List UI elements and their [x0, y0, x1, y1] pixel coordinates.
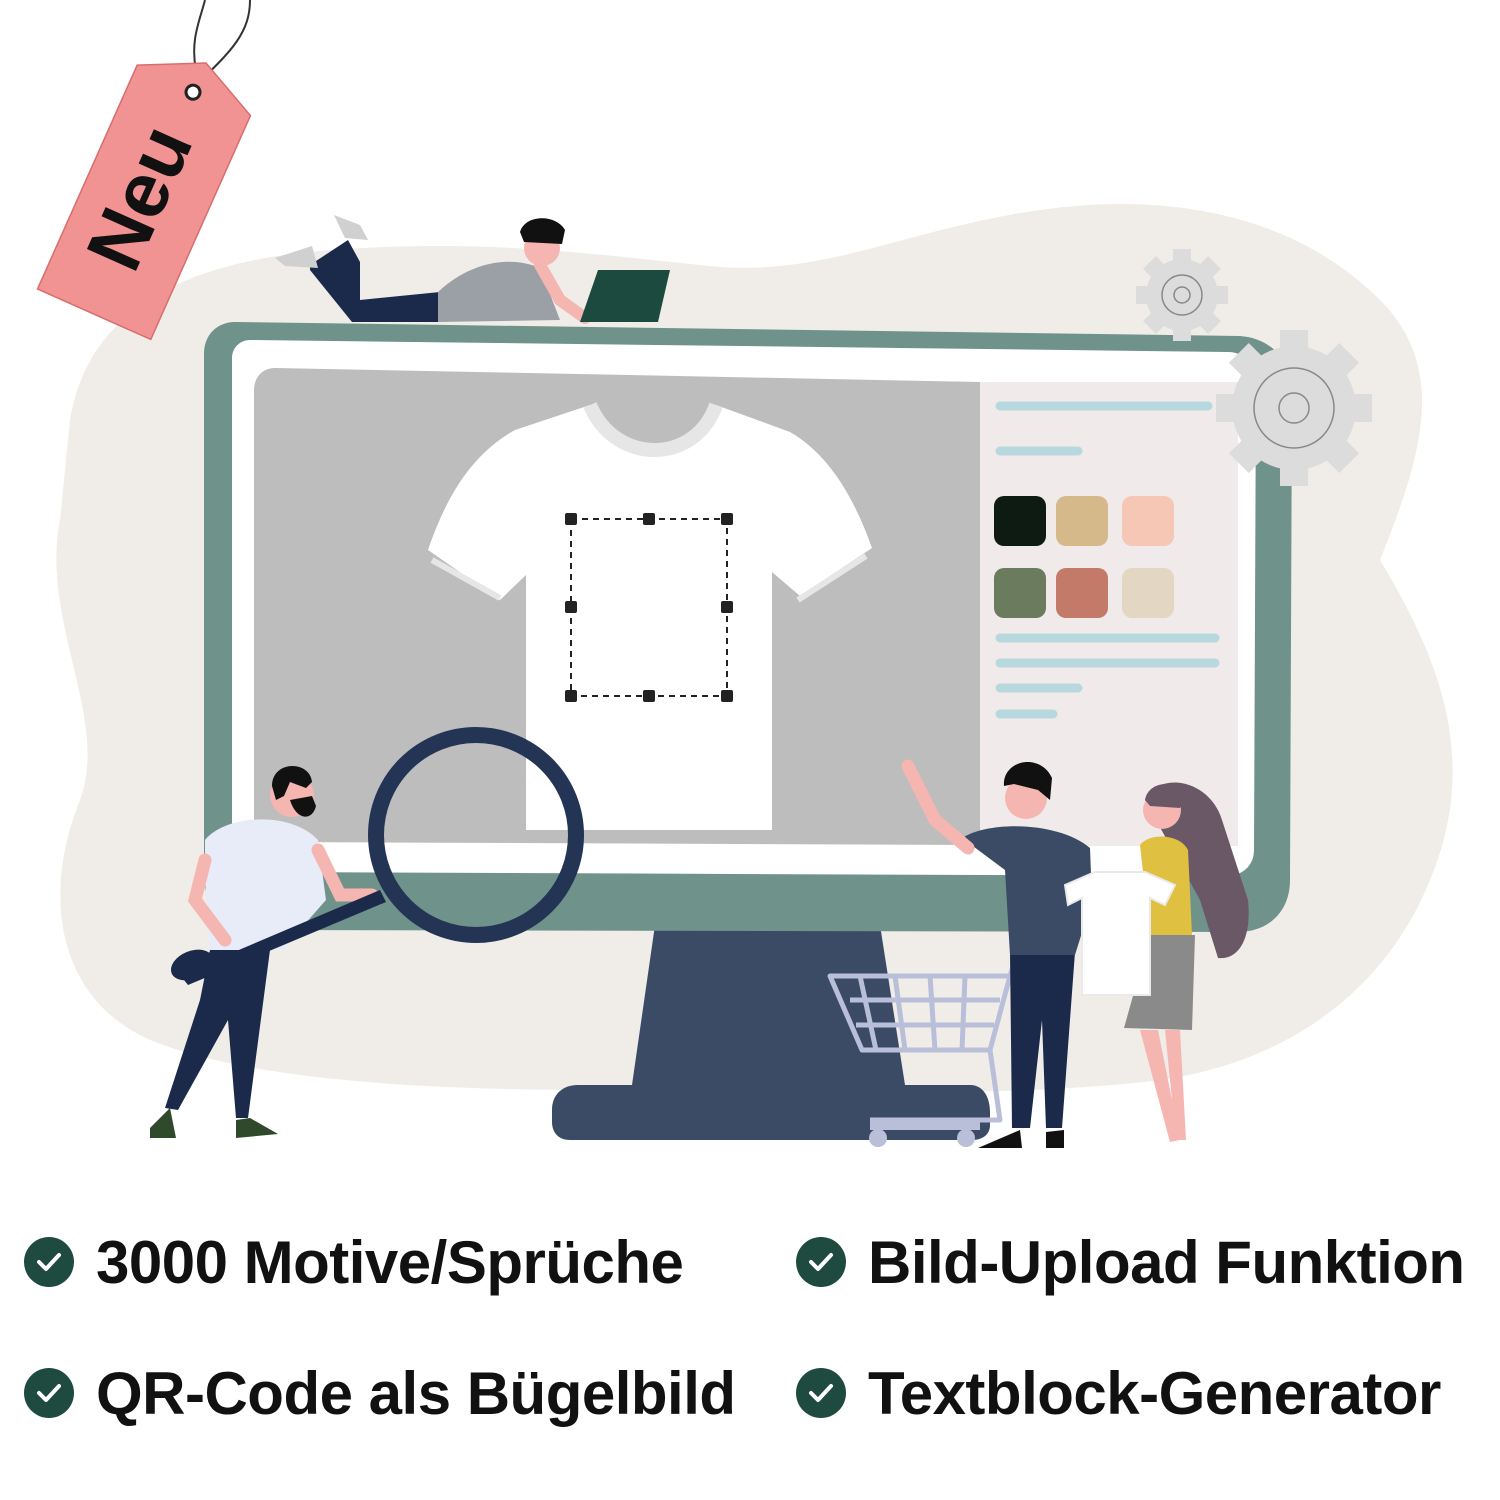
swatch[interactable]: [1122, 496, 1174, 546]
tshirt-mockup: [428, 401, 872, 830]
feature-list: 3000 Motive/Sprüche Bild-Upload Funktion…: [0, 1195, 1500, 1465]
swatch[interactable]: [1122, 568, 1174, 618]
person-with-magnifier: [150, 727, 584, 1138]
feature-label: QR-Code als Bügelbild: [96, 1359, 736, 1427]
swatch[interactable]: [1056, 568, 1108, 618]
feature-item: QR-Code als Bügelbild: [24, 1348, 736, 1438]
print-area-selection[interactable]: [565, 513, 733, 702]
feature-item: Textblock-Generator: [796, 1348, 1441, 1438]
check-circle-icon: [24, 1237, 74, 1287]
check-circle-icon: [796, 1237, 846, 1287]
feature-item: 3000 Motive/Sprüche: [24, 1217, 684, 1307]
cart-wheels: [869, 1122, 980, 1147]
tag-shape: [36, 62, 252, 341]
swatch[interactable]: [1056, 496, 1108, 546]
color-swatches: [994, 496, 1174, 618]
swatch[interactable]: [994, 496, 1046, 546]
feature-item: Bild-Upload Funktion: [796, 1217, 1465, 1307]
person-with-laptop: [275, 215, 670, 324]
gear-icon: [1216, 330, 1372, 486]
person-pointing: [901, 759, 1092, 1148]
feature-label: Bild-Upload Funktion: [868, 1228, 1465, 1296]
person-holding-shirt: [1063, 782, 1249, 1142]
monitor-stand: [552, 925, 990, 1140]
feature-label: Textblock-Generator: [868, 1359, 1441, 1427]
swatch[interactable]: [994, 568, 1046, 618]
new-price-tag: Neu: [36, 0, 252, 341]
illustration: Neu: [36, 0, 1453, 1148]
gear-icon: [1136, 249, 1228, 341]
check-circle-icon: [24, 1368, 74, 1418]
panel-text-lines: [995, 401, 1220, 719]
check-circle-icon: [796, 1368, 846, 1418]
feature-label: 3000 Motive/Sprüche: [96, 1228, 684, 1296]
